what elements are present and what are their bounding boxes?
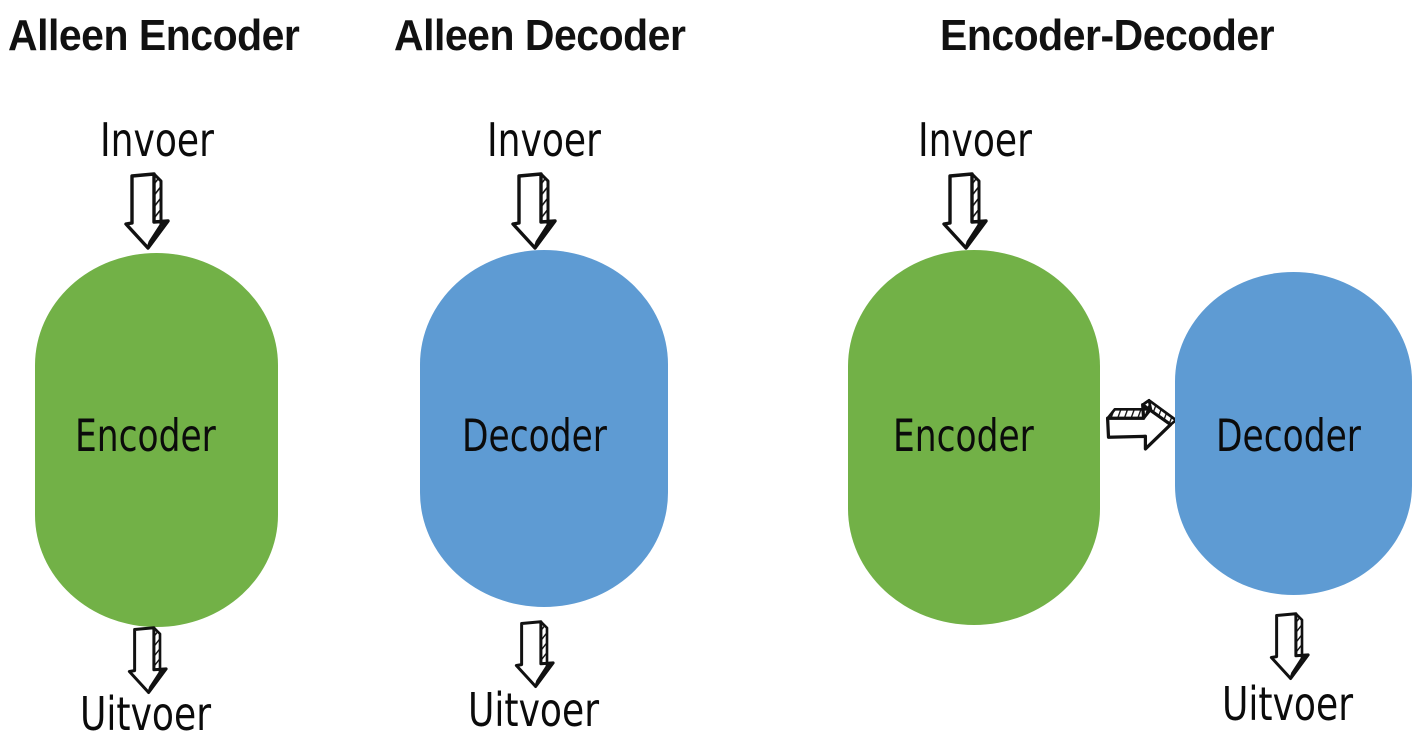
output-label-panel-1: Uitvoer [80,687,212,742]
down-arrow-icon-output-2 [505,620,575,690]
panel-title-encoder-only: Alleen Encoder [8,11,300,60]
down-arrow-icon-input-2 [505,172,575,252]
panel-title-encoder-decoder: Encoder-Decoder [940,11,1275,60]
input-label-panel-1: Invoer [100,113,214,168]
input-label-panel-2: Invoer [487,113,601,168]
input-label-panel-3: Invoer [918,113,1032,168]
block-encoder-panel-3 [848,250,1100,625]
block-label-encoder-panel-1: Encoder [75,409,216,462]
down-arrow-icon-input-1 [118,172,188,252]
block-encoder-panel-1 [35,253,278,627]
block-label-decoder-panel-3: Decoder [1216,409,1361,462]
block-label-decoder-panel-2: Decoder [462,409,607,462]
down-arrow-icon-input-3 [936,172,1006,252]
down-arrow-icon-output-1 [118,626,188,696]
right-arrow-icon-connector [1104,398,1178,462]
block-label-encoder-panel-3: Encoder [893,409,1034,462]
panel-title-decoder-only: Alleen Decoder [394,11,686,60]
output-label-panel-3: Uitvoer [1222,677,1354,732]
output-label-panel-2: Uitvoer [468,683,600,738]
block-decoder-panel-2 [420,250,668,607]
down-arrow-icon-output-3 [1260,612,1330,682]
block-decoder-panel-3 [1175,272,1412,595]
